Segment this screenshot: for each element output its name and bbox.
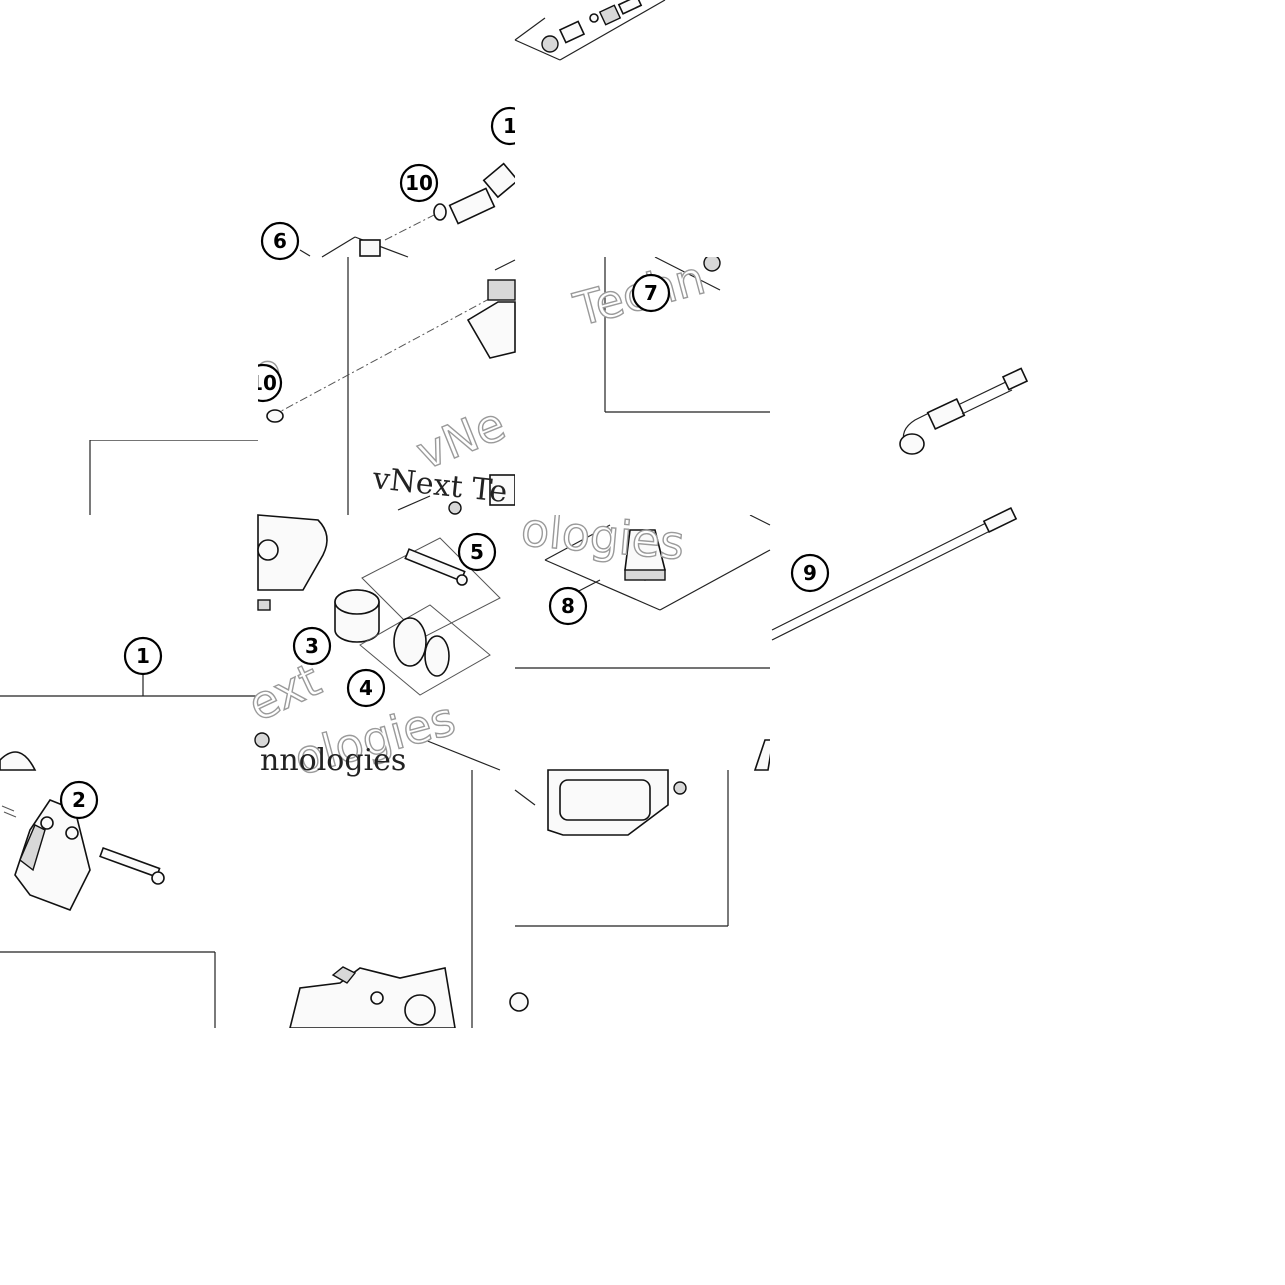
callout-1: 1 — [123, 636, 163, 676]
svg-text:9: 9 — [803, 561, 817, 585]
tile-banjo-bolt-area — [89, 162, 519, 515]
tile-brake-hose-end — [899, 367, 1029, 455]
tile-bracket-lower — [509, 739, 774, 1012]
callout-6: 6 — [260, 221, 300, 261]
svg-text:10: 10 — [405, 171, 433, 195]
tile-bracket-fitting — [604, 254, 770, 413]
tile-caliper-body-fragment — [397, 474, 516, 515]
svg-text:6: 6 — [273, 229, 287, 253]
svg-text:5: 5 — [470, 540, 484, 564]
svg-text:1: 1 — [136, 644, 150, 668]
tile-brake-pads — [0, 674, 258, 1028]
svg-text:7: 7 — [644, 281, 658, 305]
svg-text:1: 1 — [503, 114, 517, 138]
tile-piston-seal-kit — [254, 514, 501, 771]
svg-text:4: 4 — [359, 676, 373, 700]
tile-master-cylinder-top — [514, 0, 666, 61]
callout-5: 5 — [457, 532, 497, 572]
tile-caliper-lower — [288, 770, 473, 1029]
svg-text:2: 2 — [72, 788, 86, 812]
callout-8: 8 — [548, 586, 588, 626]
callout-9: 9 — [790, 553, 830, 593]
tile-brake-hose-line — [771, 506, 1018, 641]
svg-text:3: 3 — [305, 634, 319, 658]
watermark-fragment: vNext Te — [370, 461, 509, 510]
svg-text:8: 8 — [561, 594, 575, 618]
callout-2: 2 — [59, 780, 99, 820]
callout-7: 7 — [631, 273, 671, 313]
watermark-fragment: nnologies — [260, 743, 406, 778]
callout-3: 3 — [292, 626, 332, 666]
callout-10: 10 — [399, 163, 439, 203]
callout-4: 4 — [346, 668, 386, 708]
tile-caliper-bracket — [515, 514, 771, 669]
